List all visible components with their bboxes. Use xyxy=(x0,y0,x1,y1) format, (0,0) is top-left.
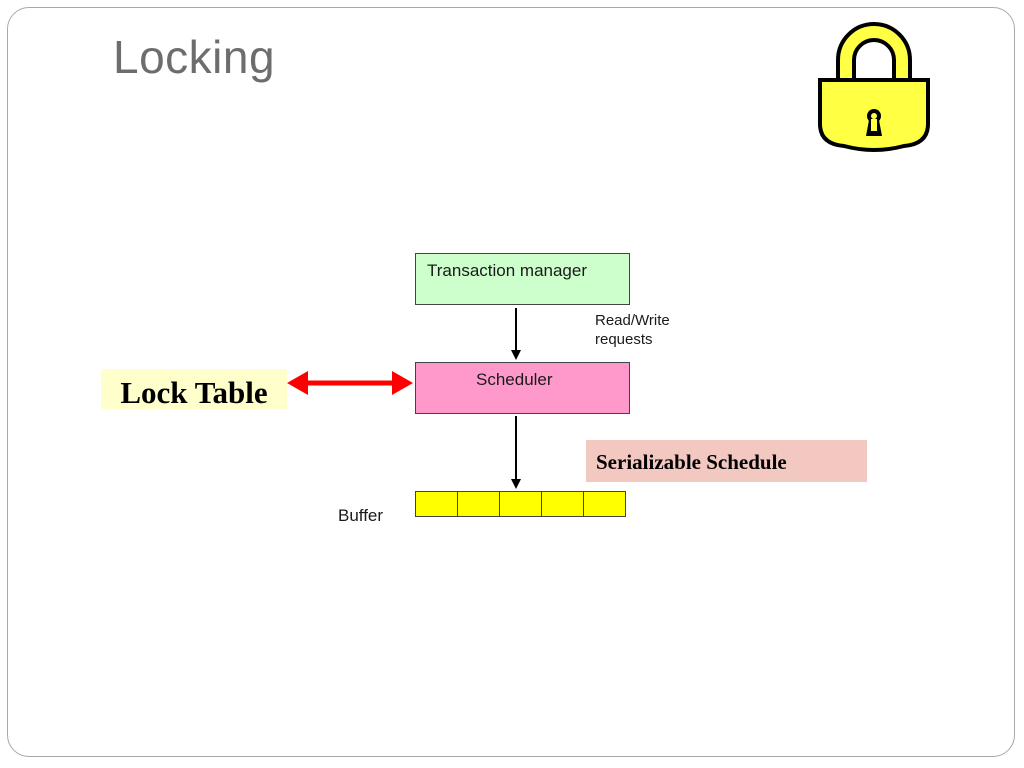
transaction-manager-label: Transaction manager xyxy=(427,261,588,280)
scheduler-box: Scheduler xyxy=(415,362,630,414)
buffer-cell xyxy=(541,491,584,517)
buffer-cell xyxy=(499,491,542,517)
read-write-requests-label: Read/Write requests xyxy=(595,312,670,348)
tm-to-scheduler-arrowhead xyxy=(511,350,521,360)
slide-title: Locking xyxy=(113,31,276,83)
transaction-manager-box: Transaction manager xyxy=(415,253,630,305)
scheduler-to-buffer-arrowhead xyxy=(511,479,521,489)
buffer-label: Buffer xyxy=(338,506,384,525)
buffer-cell xyxy=(415,491,458,517)
buffer-cell xyxy=(457,491,500,517)
slide-frame xyxy=(7,7,1015,757)
buffer-cell xyxy=(583,491,626,517)
lock-table-label: Lock Table xyxy=(101,369,287,410)
padlock-icon xyxy=(818,22,930,152)
buffer xyxy=(415,491,626,517)
serializable-schedule-label: Serializable Schedule xyxy=(586,440,867,482)
scheduler-label: Scheduler xyxy=(476,370,553,389)
lock-table-double-arrow xyxy=(287,371,413,395)
